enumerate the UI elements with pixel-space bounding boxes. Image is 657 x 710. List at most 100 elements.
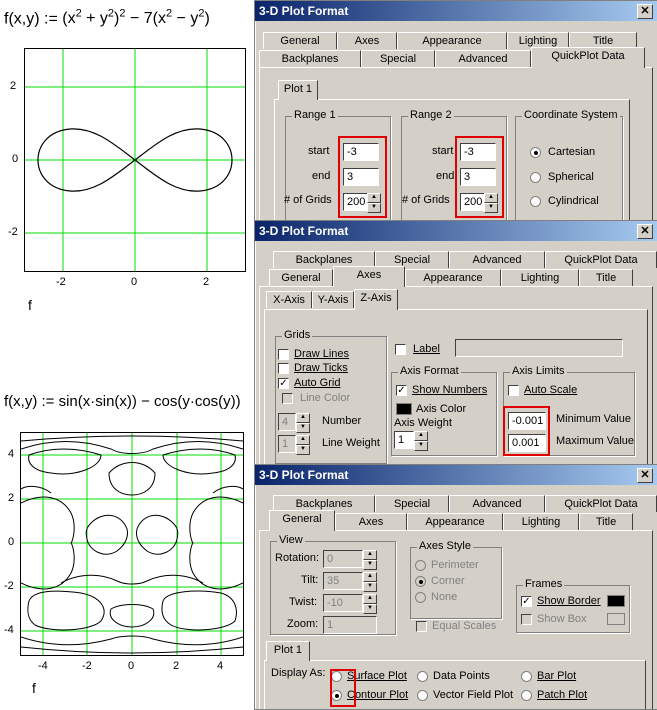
tab-appearance[interactable]: Appearance <box>407 513 503 530</box>
tab-appearance[interactable]: Appearance <box>405 269 501 286</box>
radio-data-points[interactable] <box>417 671 428 682</box>
tab-backplanes[interactable]: Backplanes <box>259 50 361 67</box>
range-1-grids-input[interactable]: 200 <box>343 193 369 211</box>
box-color-swatch[interactable] <box>607 613 625 625</box>
twist-input[interactable]: -10 <box>323 594 363 612</box>
tab-special[interactable]: Special <box>375 251 449 268</box>
tab-advanced[interactable]: Advanced <box>435 50 531 67</box>
radio-corner[interactable] <box>415 576 426 587</box>
tilt-spinner[interactable]: ▲▼ <box>363 572 377 592</box>
dialog-title: 3-D Plot Format <box>259 468 349 482</box>
tab-axes[interactable]: Axes <box>335 513 407 530</box>
formula-1-rhs: (x2 + y2)2 − 7(x2 − y2) <box>62 8 210 27</box>
tilt-input[interactable]: 35 <box>323 572 363 590</box>
plot-2[interactable] <box>20 432 244 656</box>
border-color-swatch[interactable] <box>607 595 625 607</box>
tab-advanced[interactable]: Advanced <box>449 495 545 512</box>
range-2-title: Range 2 <box>408 109 454 121</box>
tab-backplanes[interactable]: Backplanes <box>273 495 375 512</box>
axis-weight-input[interactable]: 1 <box>394 431 414 449</box>
spherical-label: Spherical <box>548 171 594 183</box>
tab-quickplot-data[interactable]: QuickPlot Data <box>545 251 657 268</box>
auto-scale-checkbox[interactable] <box>508 385 519 396</box>
tab-title[interactable]: Title <box>579 513 633 530</box>
radio-patch-plot[interactable] <box>521 690 532 701</box>
tab-quickplot-data[interactable]: QuickPlot Data <box>545 495 657 512</box>
tab-advanced[interactable]: Advanced <box>449 251 545 268</box>
range-2-grids-input[interactable]: 200 <box>460 193 486 211</box>
plot-2-xtick: 0 <box>128 660 135 672</box>
tab-special[interactable]: Special <box>375 495 449 512</box>
maximum-value-input[interactable]: 0.001 <box>508 434 546 452</box>
radio-none[interactable] <box>415 592 426 603</box>
range-2-grids-spinner[interactable]: ▲▼ <box>484 193 498 213</box>
tab-x-axis[interactable]: X-Axis <box>266 291 312 308</box>
show-border-checkbox[interactable]: ✓ <box>521 596 532 607</box>
tab-quickplot-data[interactable]: QuickPlot Data <box>531 47 645 68</box>
subtab-plot-1[interactable]: Plot 1 <box>278 80 318 100</box>
tab-general[interactable]: General <box>269 269 333 286</box>
radio-bar-plot[interactable] <box>521 671 532 682</box>
tab-appearance[interactable]: Appearance <box>397 32 507 49</box>
end-label: end <box>312 170 331 182</box>
tab-axes[interactable]: Axes <box>333 266 405 287</box>
range-1-end-input[interactable]: 3 <box>343 168 379 186</box>
tab-title[interactable]: Title <box>579 269 633 286</box>
range-2-start-input[interactable]: -3 <box>460 143 496 161</box>
line-weight-spinner[interactable]: ▲▼ <box>296 435 310 455</box>
auto-grid-checkbox[interactable]: ✓ <box>278 378 289 389</box>
tab-general[interactable]: General <box>263 32 337 49</box>
close-icon[interactable]: ✕ <box>637 468 653 483</box>
draw-lines-checkbox[interactable] <box>278 349 289 360</box>
line-weight-input[interactable]: 1 <box>278 435 296 453</box>
dialog-title: 3-D Plot Format <box>259 4 349 18</box>
rotation-input[interactable]: 0 <box>323 550 363 568</box>
draw-ticks-checkbox[interactable] <box>278 363 289 374</box>
tab-backplanes[interactable]: Backplanes <box>273 251 375 268</box>
tab-axes[interactable]: Axes <box>337 32 397 49</box>
radio-spherical[interactable] <box>530 172 541 183</box>
maximum-value-label: Maximum Value <box>556 435 635 447</box>
axis-weight-spinner[interactable]: ▲▼ <box>414 431 428 451</box>
number-input[interactable]: 4 <box>278 413 296 431</box>
radio-cartesian[interactable] <box>530 147 541 158</box>
tab-general[interactable]: General <box>269 510 335 531</box>
perimeter-label: Perimeter <box>431 559 479 571</box>
range-1-start-input[interactable]: -3 <box>343 143 379 161</box>
tab-lighting[interactable]: Lighting <box>507 32 569 49</box>
tab-lighting[interactable]: Lighting <box>503 513 579 530</box>
show-box-checkbox[interactable] <box>521 614 532 625</box>
radio-cylindrical[interactable] <box>530 196 541 207</box>
zoom-input[interactable]: 1 <box>323 616 377 634</box>
plot-1-ytick: 2 <box>10 80 17 92</box>
equal-scales-checkbox[interactable] <box>416 621 427 632</box>
label-checkbox[interactable] <box>395 344 406 355</box>
range-1-grids-spinner[interactable]: ▲▼ <box>367 193 381 213</box>
twist-spinner[interactable]: ▲▼ <box>363 594 377 614</box>
subtab-plot-1[interactable]: Plot 1 <box>266 641 310 661</box>
number-spinner[interactable]: ▲▼ <box>296 413 310 433</box>
grids-label: # of Grids <box>402 194 450 206</box>
draw-lines-label: Draw Lines <box>294 348 350 360</box>
z-axis-panel: Grids Draw Lines Draw Ticks ✓ Auto Grid … <box>264 309 648 469</box>
tab-y-axis[interactable]: Y-Axis <box>312 291 354 308</box>
close-icon[interactable]: ✕ <box>637 4 653 19</box>
range-2-end-input[interactable]: 3 <box>460 168 496 186</box>
close-icon[interactable]: ✕ <box>637 224 653 239</box>
tab-lighting[interactable]: Lighting <box>501 269 579 286</box>
line-color-checkbox[interactable] <box>282 393 293 404</box>
tab-title[interactable]: Title <box>569 32 637 49</box>
show-numbers-checkbox[interactable]: ✓ <box>396 385 407 396</box>
radio-perimeter[interactable] <box>415 560 426 571</box>
view-group: View Rotation: 0 ▲▼ Tilt: 35 ▲▼ Twist: -… <box>270 534 396 635</box>
radio-vector-field-plot[interactable] <box>417 690 428 701</box>
axis-color-swatch[interactable] <box>396 403 412 415</box>
coordinate-system-group: Coordinate System Cartesian Spherical Cy… <box>515 109 623 231</box>
axes-style-title: Axes Style <box>417 540 473 552</box>
label-input[interactable] <box>455 339 623 357</box>
plot-1[interactable] <box>24 48 246 272</box>
tab-z-axis[interactable]: Z-Axis <box>354 289 398 310</box>
rotation-spinner[interactable]: ▲▼ <box>363 550 377 570</box>
minimum-value-input[interactable]: -0.001 <box>508 412 546 430</box>
tab-special[interactable]: Special <box>361 50 435 67</box>
